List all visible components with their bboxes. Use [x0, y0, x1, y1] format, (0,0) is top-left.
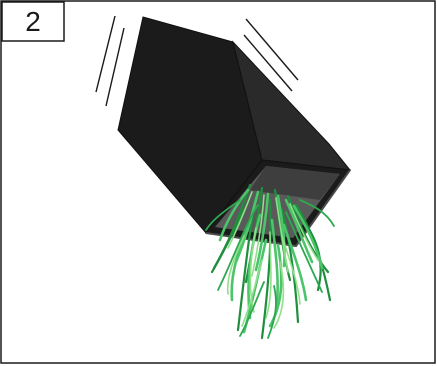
step-number: 2 [2, 2, 64, 41]
